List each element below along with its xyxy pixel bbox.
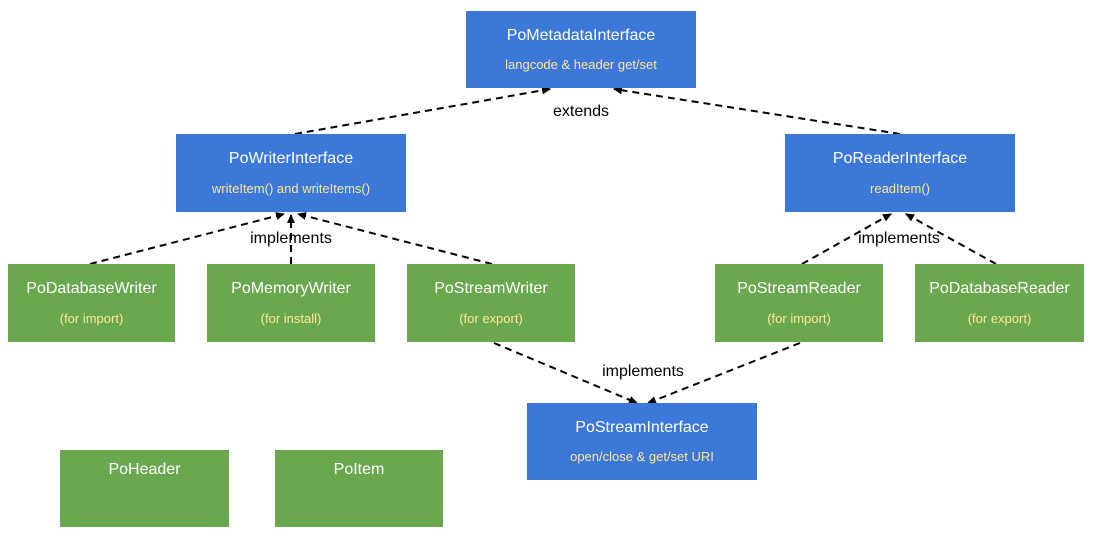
node-subtitle: writeItem() and writeItems() bbox=[211, 180, 371, 196]
node-subtitle: open/close & get/set URI bbox=[570, 449, 714, 464]
implements-edge-database-reader bbox=[905, 213, 997, 265]
node-po-database-reader: PoDatabaseReader (for export) bbox=[915, 264, 1084, 342]
node-subtitle: readItem() bbox=[870, 180, 930, 196]
node-po-memory-writer: PoMemoryWriter (for install) bbox=[207, 264, 375, 342]
node-title: PoMetadataInterface bbox=[506, 27, 656, 44]
writer-implements-label: implements bbox=[250, 230, 332, 247]
node-title: PoHeader bbox=[108, 461, 181, 478]
node-po-stream-reader: PoStreamReader (for import) bbox=[715, 264, 883, 342]
node-title: PoReaderInterface bbox=[832, 150, 968, 168]
stream-implements-label: implements bbox=[602, 363, 684, 380]
node-po-stream-interface: PoStreamInterface open/close & get/set U… bbox=[527, 403, 757, 480]
implements-edge-database-writer bbox=[89, 212, 285, 265]
node-subtitle: (for install) bbox=[260, 310, 322, 326]
implements-edge-stream-reader bbox=[801, 213, 892, 265]
node-po-reader-interface: PoReaderInterface readItem() bbox=[785, 134, 1015, 212]
node-po-database-writer: PoDatabaseWriter (for import) bbox=[8, 264, 175, 342]
node-title: PoDatabaseReader bbox=[929, 280, 1070, 298]
node-title: PoStreamInterface bbox=[575, 419, 709, 436]
extends-label: extends bbox=[552, 103, 610, 120]
node-title: PoStreamReader bbox=[737, 280, 861, 298]
extends-edge-reader bbox=[613, 86, 901, 135]
node-subtitle: (for import) bbox=[59, 310, 124, 326]
node-title: PoDatabaseWriter bbox=[26, 280, 157, 298]
node-title: PoStreamWriter bbox=[434, 280, 548, 298]
node-subtitle: langcode & header get/set bbox=[505, 57, 657, 72]
node-subtitle: (for export) bbox=[459, 310, 523, 326]
implements-edge-stream-writer bbox=[297, 212, 493, 265]
node-po-item: PoItem bbox=[275, 450, 443, 527]
node-title: PoWriterInterface bbox=[228, 150, 354, 168]
node-po-metadata-interface: PoMetadataInterface langcode & header ge… bbox=[466, 11, 696, 88]
extends-edge-writer bbox=[294, 86, 551, 135]
reader-implements-label: implements bbox=[858, 230, 940, 247]
node-po-writer-interface: PoWriterInterface writeItem() and writeI… bbox=[176, 134, 406, 212]
node-subtitle: (for import) bbox=[767, 310, 831, 326]
implements-edge-stream-reader-to-stream bbox=[647, 342, 801, 404]
node-subtitle: (for export) bbox=[967, 310, 1032, 326]
node-title: PoMemoryWriter bbox=[231, 280, 351, 298]
node-title: PoItem bbox=[333, 461, 385, 478]
node-po-stream-writer: PoStreamWriter (for export) bbox=[407, 264, 575, 342]
implements-edge-stream-writer-to-stream bbox=[493, 342, 638, 404]
node-po-header: PoHeader bbox=[60, 450, 229, 527]
